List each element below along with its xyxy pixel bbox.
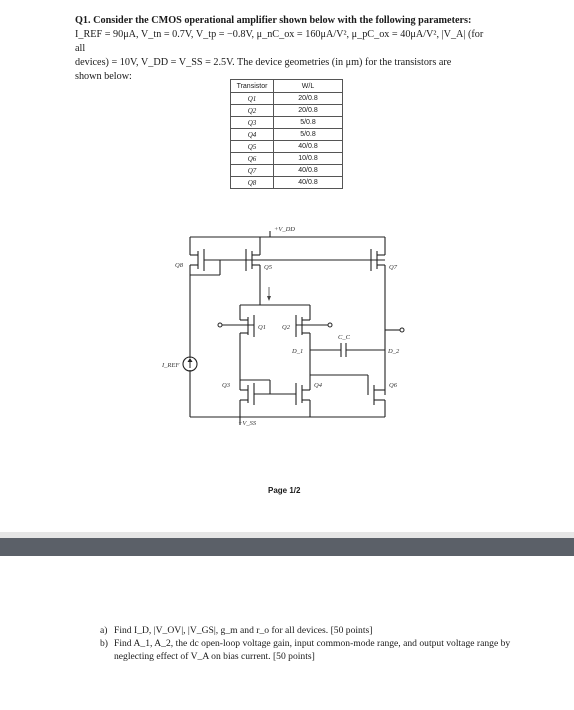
part-b: b) Find A_1, A_2, the dc open-loop volta… bbox=[100, 637, 520, 663]
part-a-text: Find I_D, |V_OV|, |V_GS|, g_m and r_o fo… bbox=[114, 625, 373, 636]
cell-wl: 40/0.8 bbox=[273, 140, 343, 153]
question-params-line: devices) = 10V, V_DD = V_SS = 2.5V. The … bbox=[75, 57, 452, 68]
iref-label: I_REF bbox=[161, 362, 180, 369]
cell-transistor: Q3 bbox=[230, 116, 274, 129]
part-b-label: b) bbox=[100, 638, 108, 649]
cell-transistor: Q2 bbox=[230, 104, 274, 117]
q2-label: Q2 bbox=[282, 324, 291, 331]
cell-transistor: Q7 bbox=[230, 164, 274, 177]
page-separator-bar bbox=[0, 538, 574, 556]
cell-transistor: Q8 bbox=[230, 176, 274, 189]
page-number: Page 1/2 bbox=[268, 486, 301, 495]
q5-label: Q5 bbox=[264, 264, 273, 271]
cell-transistor: Q1 bbox=[230, 92, 274, 105]
cell-transistor: Q6 bbox=[230, 152, 274, 165]
q1-label: Q1 bbox=[258, 324, 266, 331]
cell-transistor: Q4 bbox=[230, 128, 274, 141]
d1-label: D_1 bbox=[291, 348, 303, 355]
document-page: Q1. Consider the CMOS operational amplif… bbox=[75, 14, 495, 495]
q8-label: Q8 bbox=[175, 262, 184, 269]
cell-wl: 40/0.8 bbox=[273, 176, 343, 189]
header-transistor: Transistor bbox=[230, 79, 274, 93]
cc-label: C_C bbox=[338, 334, 351, 341]
q6-label: Q6 bbox=[389, 382, 398, 389]
part-a: a) Find I_D, |V_OV|, |V_GS|, g_m and r_o… bbox=[100, 624, 520, 637]
vdd-label: +V_DD bbox=[274, 226, 295, 233]
cell-wl: 20/0.8 bbox=[273, 104, 343, 117]
question-parts: a) Find I_D, |V_OV|, |V_GS|, g_m and r_o… bbox=[100, 624, 520, 663]
page-gap bbox=[0, 532, 574, 538]
header-wl: W/L bbox=[273, 79, 343, 93]
question-params-line: I_REF = 90μA, V_tn = 0.7V, V_tp = −0.8V,… bbox=[75, 29, 484, 54]
q4-label: Q4 bbox=[314, 382, 323, 389]
cell-wl: 5/0.8 bbox=[273, 128, 343, 141]
question-text: Q1. Consider the CMOS operational amplif… bbox=[75, 14, 495, 84]
cell-wl: 20/0.8 bbox=[273, 92, 343, 105]
cell-wl: 10/0.8 bbox=[273, 152, 343, 165]
cell-transistor: Q5 bbox=[230, 140, 274, 153]
cell-wl: 40/0.8 bbox=[273, 164, 343, 177]
cell-wl: 5/0.8 bbox=[273, 116, 343, 129]
q7-label: Q7 bbox=[389, 264, 398, 271]
part-b-text: Find A_1, A_2, the dc open-loop voltage … bbox=[114, 638, 511, 662]
question-heading: Q1. Consider the CMOS operational amplif… bbox=[75, 15, 472, 26]
part-a-label: a) bbox=[100, 625, 108, 636]
q3-label: Q3 bbox=[222, 382, 231, 389]
question-params-line: shown below: bbox=[75, 71, 132, 82]
vss-label: −V_SS bbox=[238, 420, 257, 427]
d2-label: D_2 bbox=[387, 348, 400, 355]
opamp-schematic: +V_DD −V_SS I_REF C_C D_1 D_2 Q8 Q5 Q7 Q… bbox=[161, 226, 405, 427]
